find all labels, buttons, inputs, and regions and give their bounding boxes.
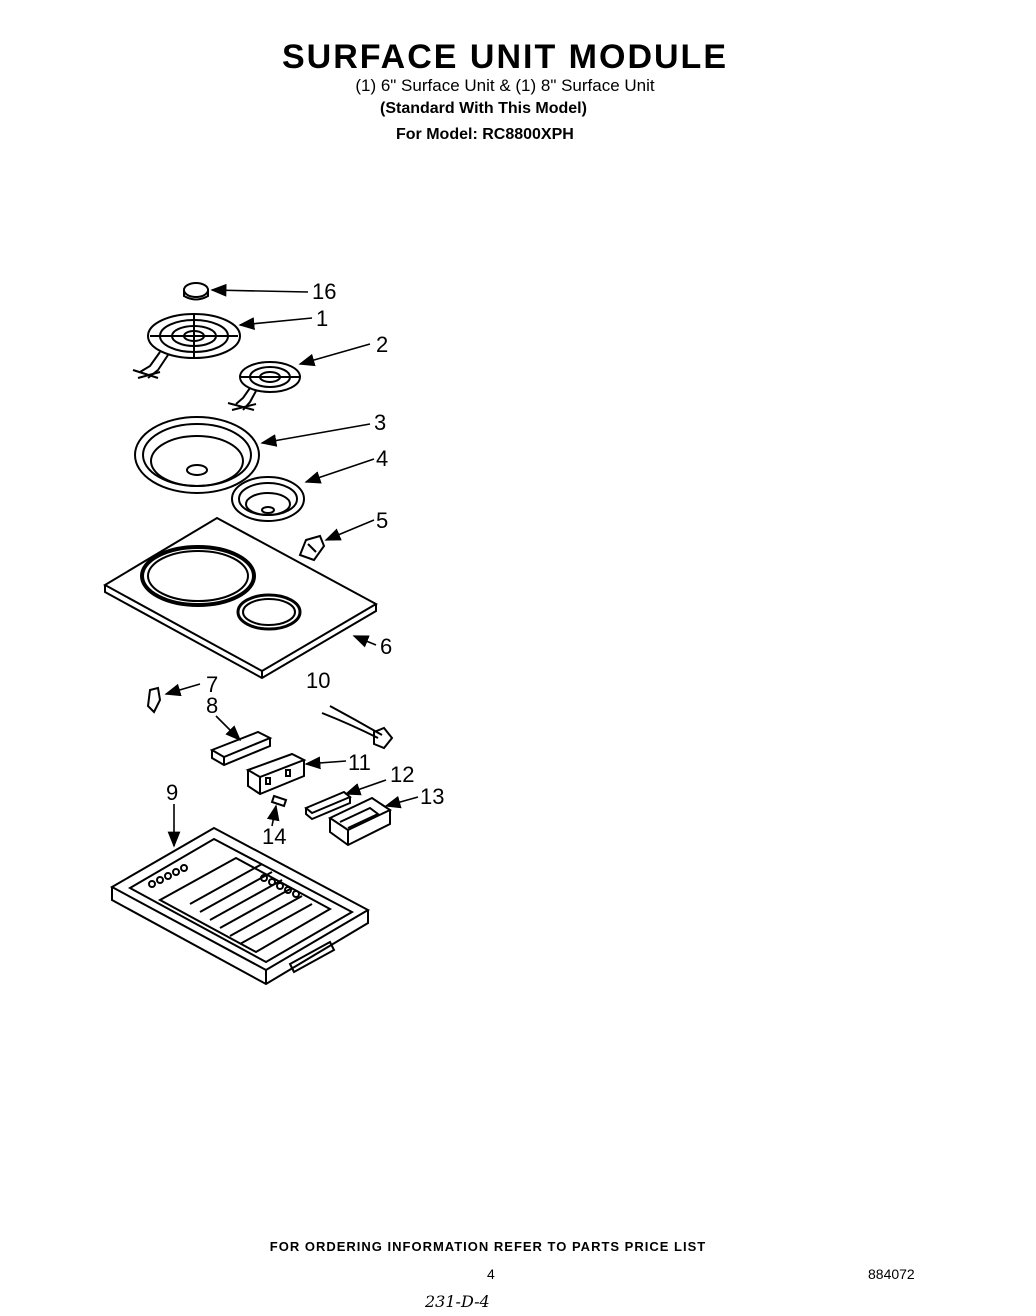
callout-numbers: 16 1 2 3 4 5 6 7 8 9 10 11 12 13 14	[166, 279, 444, 849]
part-7-clip	[146, 686, 162, 714]
callout-3: 3	[374, 410, 386, 435]
part-2-small-surface-unit	[227, 361, 301, 411]
part-8-bracket	[209, 730, 273, 767]
part-11-terminal-block	[245, 752, 307, 796]
callout-12: 12	[390, 762, 414, 787]
callout-6: 6	[380, 634, 392, 659]
callout-2: 2	[376, 332, 388, 357]
part-1-large-surface-unit	[132, 313, 241, 379]
part-6-cooktop-panel	[102, 516, 379, 680]
part-14-pin	[270, 794, 288, 808]
document-number: 884072	[868, 1266, 915, 1282]
callout-9: 9	[166, 780, 178, 805]
callout-10: 10	[306, 668, 330, 693]
part-16-cap	[183, 282, 209, 301]
page-number: 4	[487, 1266, 495, 1282]
part-10-wire-lead	[321, 705, 394, 750]
ordering-note: FOR ORDERING INFORMATION REFER TO PARTS …	[269, 1239, 707, 1254]
callout-7: 7	[206, 672, 218, 697]
part-12-strip	[304, 790, 352, 821]
callout-1: 1	[316, 306, 328, 331]
leader-lines	[164, 283, 419, 848]
handwritten-note: 231-D-4	[425, 1292, 490, 1311]
part-3-large-drip-bowl	[134, 416, 260, 494]
page-title: SURFACE UNIT MODULE	[282, 38, 728, 76]
part-13-mounting-bracket	[327, 796, 393, 847]
page-subtitle: (1) 6" Surface Unit & (1) 8" Surface Uni…	[355, 76, 655, 95]
part-4-small-drip-bowl	[231, 476, 305, 522]
part-9-burner-box	[109, 826, 371, 986]
standard-note: (Standard With This Model)	[380, 100, 587, 117]
part-5-clip	[298, 534, 326, 562]
callout-13: 13	[420, 784, 444, 809]
model-line: For Model: RC8800XPH	[396, 126, 574, 143]
callout-11: 11	[348, 750, 371, 775]
callout-14: 14	[262, 824, 286, 849]
callout-5: 5	[376, 508, 388, 533]
callout-4: 4	[376, 446, 388, 471]
callout-16: 16	[312, 279, 336, 304]
callout-8: 8	[206, 693, 218, 718]
